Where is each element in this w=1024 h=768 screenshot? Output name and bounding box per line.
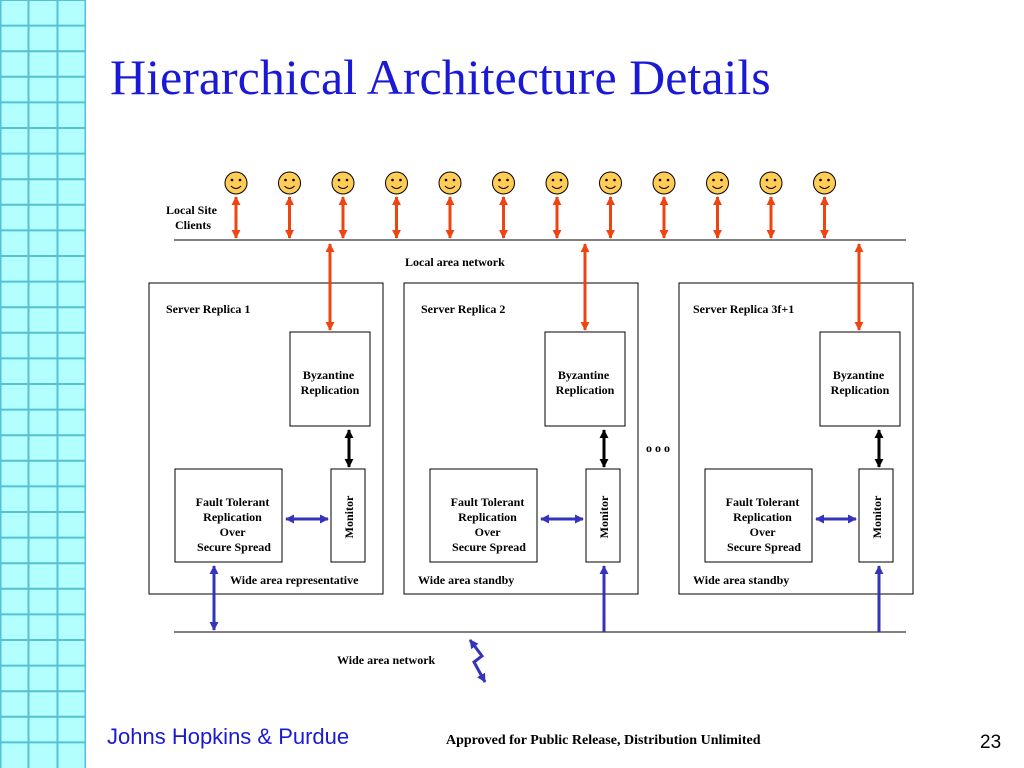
smiley-face-icon (438, 171, 462, 195)
monitor-label: Monitor (870, 495, 884, 538)
smiley-face-icon (759, 171, 783, 195)
replica-title: Server Replica 1 (166, 302, 250, 316)
smiley-face-icon (492, 171, 515, 195)
local-site-clients (224, 171, 836, 239)
byzantine-replication-box (544, 331, 626, 427)
replica-title: Server Replica 2 (421, 302, 505, 316)
monitor-label: Monitor (342, 495, 356, 538)
monitor-box (585, 468, 621, 563)
smiley-face-icon (599, 171, 622, 195)
byzantine-replication-label: Byzantine Replication (831, 368, 890, 397)
smiley-face-icon (545, 171, 569, 195)
wan-lightning-arrow (468, 639, 487, 683)
replica-role-label: Wide area representative (230, 573, 359, 587)
wide-area-network-label: Wide area network (337, 653, 436, 667)
replica-ellipsis: o o o (646, 441, 670, 455)
smiley-face-icon (278, 171, 301, 195)
monitor-box (858, 468, 894, 563)
fault-tolerant-replication-label: Fault Tolerant Replication Over Secure S… (726, 495, 803, 554)
page-number: 23 (980, 732, 1002, 753)
decorative-grid-strip (0, 0, 86, 768)
replica-role-label: Wide area standby (418, 573, 514, 587)
slide-title: Hierarchical Architecture Details (110, 49, 771, 105)
fault-tolerant-replication-box (429, 468, 538, 563)
fault-tolerant-replication-box (704, 468, 813, 563)
fault-tolerant-replication-label: Fault Tolerant Replication Over Secure S… (196, 495, 273, 554)
smiley-face-icon (385, 171, 408, 195)
byzantine-replication-box (289, 331, 371, 427)
local-site-clients-label: Local Site Clients (166, 203, 220, 232)
monitor-box (330, 468, 366, 563)
footer-institution: Johns Hopkins & Purdue (107, 724, 350, 749)
fault-tolerant-replication-label: Fault Tolerant Replication Over Secure S… (451, 495, 528, 554)
replica-title: Server Replica 3f+1 (693, 302, 794, 316)
smiley-face-icon (224, 171, 248, 195)
footer-release-notice: Approved for Public Release, Distributio… (446, 733, 761, 748)
smiley-face-icon (652, 171, 676, 195)
monitor-label: Monitor (597, 495, 611, 538)
replica-role-label: Wide area standby (693, 573, 789, 587)
server-replica-3f1: Server Replica 3f+1 Byzantine Replicatio… (678, 243, 914, 632)
smiley-face-icon (813, 171, 836, 195)
smiley-face-icon (331, 171, 355, 195)
byzantine-replication-label: Byzantine Replication (556, 368, 615, 397)
server-replica-2: Server Replica 2 Byzantine Replication F… (403, 243, 639, 632)
byzantine-replication-label: Byzantine Replication (301, 368, 360, 397)
local-area-network-label: Local area network (405, 255, 505, 269)
fault-tolerant-replication-box (174, 468, 283, 563)
smiley-face-icon (706, 171, 729, 195)
byzantine-replication-box (819, 331, 901, 427)
server-replica-1: Server Replica 1 Byzantine Replication F… (148, 243, 384, 631)
